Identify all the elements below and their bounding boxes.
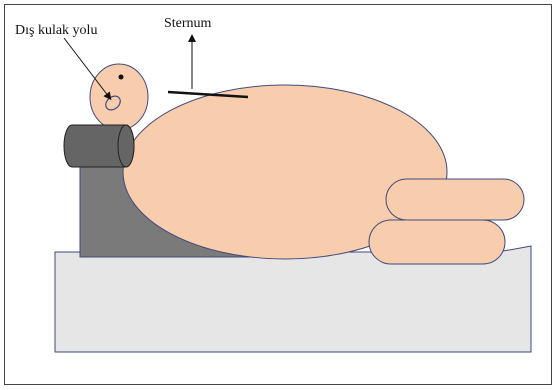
headrest-roll-end	[118, 125, 134, 167]
arm-upper	[386, 179, 524, 220]
ear-canal-label: Dış kulak yolu	[15, 23, 97, 38]
eye-dot	[119, 75, 124, 80]
arm-lower	[369, 220, 505, 264]
sternum-label: Sternum	[164, 16, 212, 31]
